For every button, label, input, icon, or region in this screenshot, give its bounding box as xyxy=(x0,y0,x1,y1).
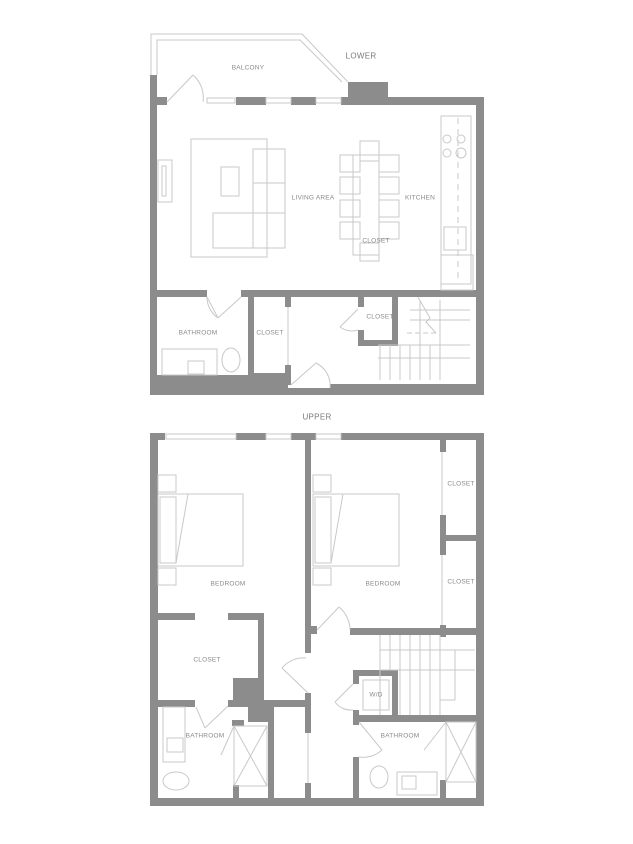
floor-label-upper: UPPER xyxy=(302,412,332,422)
room-label-living-area: LIVING AREA xyxy=(291,194,335,202)
room-label-closet-walkin: CLOSET xyxy=(193,656,221,664)
room-label-bathroom-2: BATHROOM xyxy=(380,732,420,740)
walls xyxy=(150,75,484,806)
room-label-balcony: BALCONY xyxy=(231,64,265,72)
room-label-closet-top: CLOSET xyxy=(447,480,475,488)
room-label-closet-mid: CLOSET xyxy=(447,578,475,586)
room-label-bathroom-1: BATHROOM xyxy=(185,732,225,740)
room-label-closet-a: CLOSET xyxy=(256,329,284,337)
room-label-bathroom: BATHROOM xyxy=(178,329,218,337)
floor-label-lower: LOWER xyxy=(345,51,377,61)
room-label-laundry: W/D xyxy=(369,691,383,699)
fixtures xyxy=(150,33,477,796)
room-label-bedroom-1: BEDROOM xyxy=(210,580,246,588)
room-label-kitchen: KITCHEN xyxy=(405,194,435,202)
room-label-bedroom-2: BEDROOM xyxy=(365,580,401,588)
room-label-closet-b: CLOSET xyxy=(366,313,394,321)
room-label-closet-pantry: CLOSET xyxy=(362,237,390,245)
